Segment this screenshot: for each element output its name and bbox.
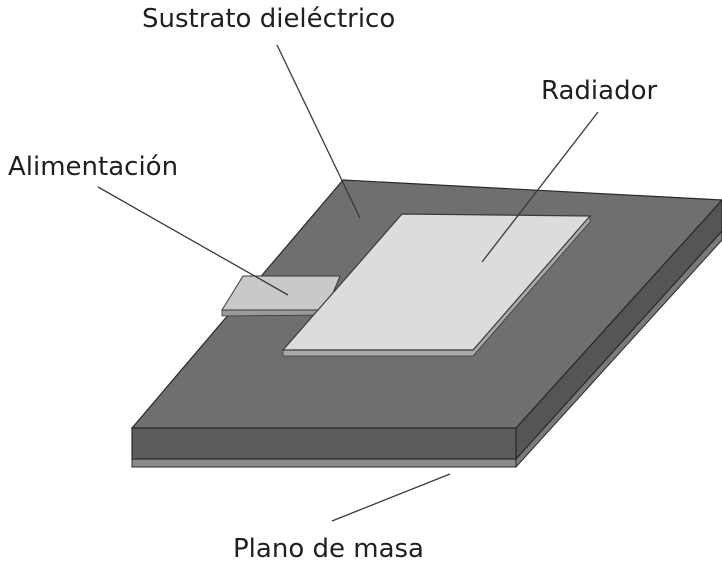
substrate-leader-line [276,44,361,219]
substrate-label: Sustrato dieléctrico [142,4,395,34]
ground-plane-front [131,458,517,468]
radiator-patch [281,213,592,351]
radiator-label: Radiador [541,76,657,106]
substrate-front-face [131,427,517,460]
feed-label: Alimentación [8,152,178,182]
feed-leader-line [97,186,289,296]
ground-plane-label: Plano de masa [233,534,424,562]
ground-plane-leader-line [331,473,451,522]
feed-line-side [221,309,327,317]
radiator-leader-line [481,111,599,263]
